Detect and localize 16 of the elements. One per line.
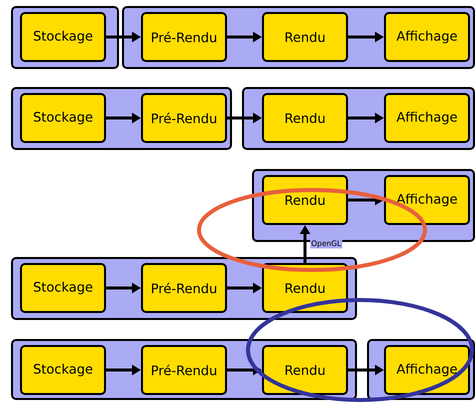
process-box: Pré-Rendu <box>141 344 227 395</box>
process-box: Affichage <box>384 344 470 395</box>
process-box: Pré-Rendu <box>141 262 227 313</box>
process-box: Pré-Rendu <box>141 93 227 143</box>
process-box: Rendu <box>262 344 348 395</box>
process-box: Affichage <box>384 175 470 225</box>
process-box: Stockage <box>20 262 106 313</box>
process-box: Stockage <box>20 12 106 62</box>
process-box: Pré-Rendu <box>141 12 227 62</box>
process-box: Rendu <box>262 93 348 143</box>
process-box: Affichage <box>384 12 470 62</box>
process-box: Stockage <box>20 93 106 143</box>
process-box: Rendu <box>262 12 348 62</box>
process-box: Affichage <box>384 93 470 143</box>
process-box: Rendu <box>262 175 348 225</box>
process-box: Stockage <box>20 344 106 395</box>
